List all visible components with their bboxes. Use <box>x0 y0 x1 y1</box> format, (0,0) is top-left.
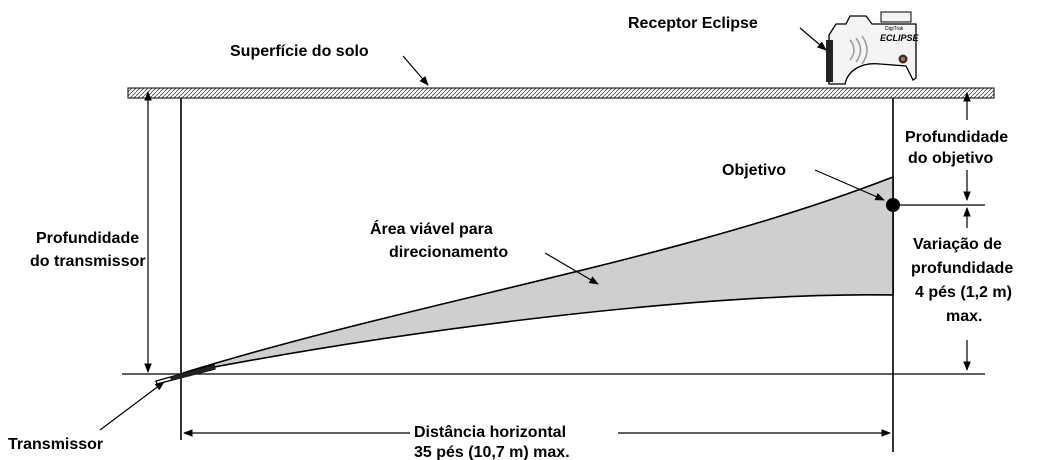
depth-variation-label-line2: profundidade <box>911 260 1013 277</box>
transmitter-depth-label-line1: Profundidade <box>36 230 139 247</box>
receiver-device-icon: DigiTrak ECLIPSE <box>826 11 920 85</box>
receiver-label: Receptor Eclipse <box>628 15 758 32</box>
receiver-brand-small: DigiTrak <box>885 26 904 32</box>
steerable-area-label-line1: Área viável para <box>370 219 493 238</box>
ground-surface-band <box>127 87 995 99</box>
target-depth-label-line1: Profundidade <box>905 129 1008 146</box>
receiver-brand-label: ECLIPSE <box>880 33 920 43</box>
transmitter-depth-label-line2: do transmissor <box>30 253 146 270</box>
receiver-leader <box>799 27 827 51</box>
target-leader <box>814 169 885 201</box>
target-label: Objetivo <box>722 162 786 179</box>
ground-surface-label: Superfície do solo <box>230 43 369 60</box>
steerable-area-shape <box>182 175 894 374</box>
depth-variation-label-line4: max. <box>946 308 982 325</box>
transmitter-label: Transmissor <box>8 436 103 453</box>
steerable-area-label-line2: direcionamento <box>389 244 508 261</box>
ground-surface-leader <box>402 55 429 86</box>
transmitter-leader <box>99 381 165 431</box>
target-dot <box>886 198 900 212</box>
target-depth-label-line2: do objetivo <box>908 150 994 167</box>
depth-variation-label-line3: 4 pés (1,2 m) <box>915 284 1012 301</box>
steerable-area-leader <box>544 252 599 285</box>
horizontal-distance-label-line1: Distância horizontal <box>414 424 566 441</box>
depth-variation-label-line1: Variação de <box>913 236 1002 253</box>
horizontal-distance-label-line2: 35 pés (10,7 m) max. <box>414 444 570 460</box>
